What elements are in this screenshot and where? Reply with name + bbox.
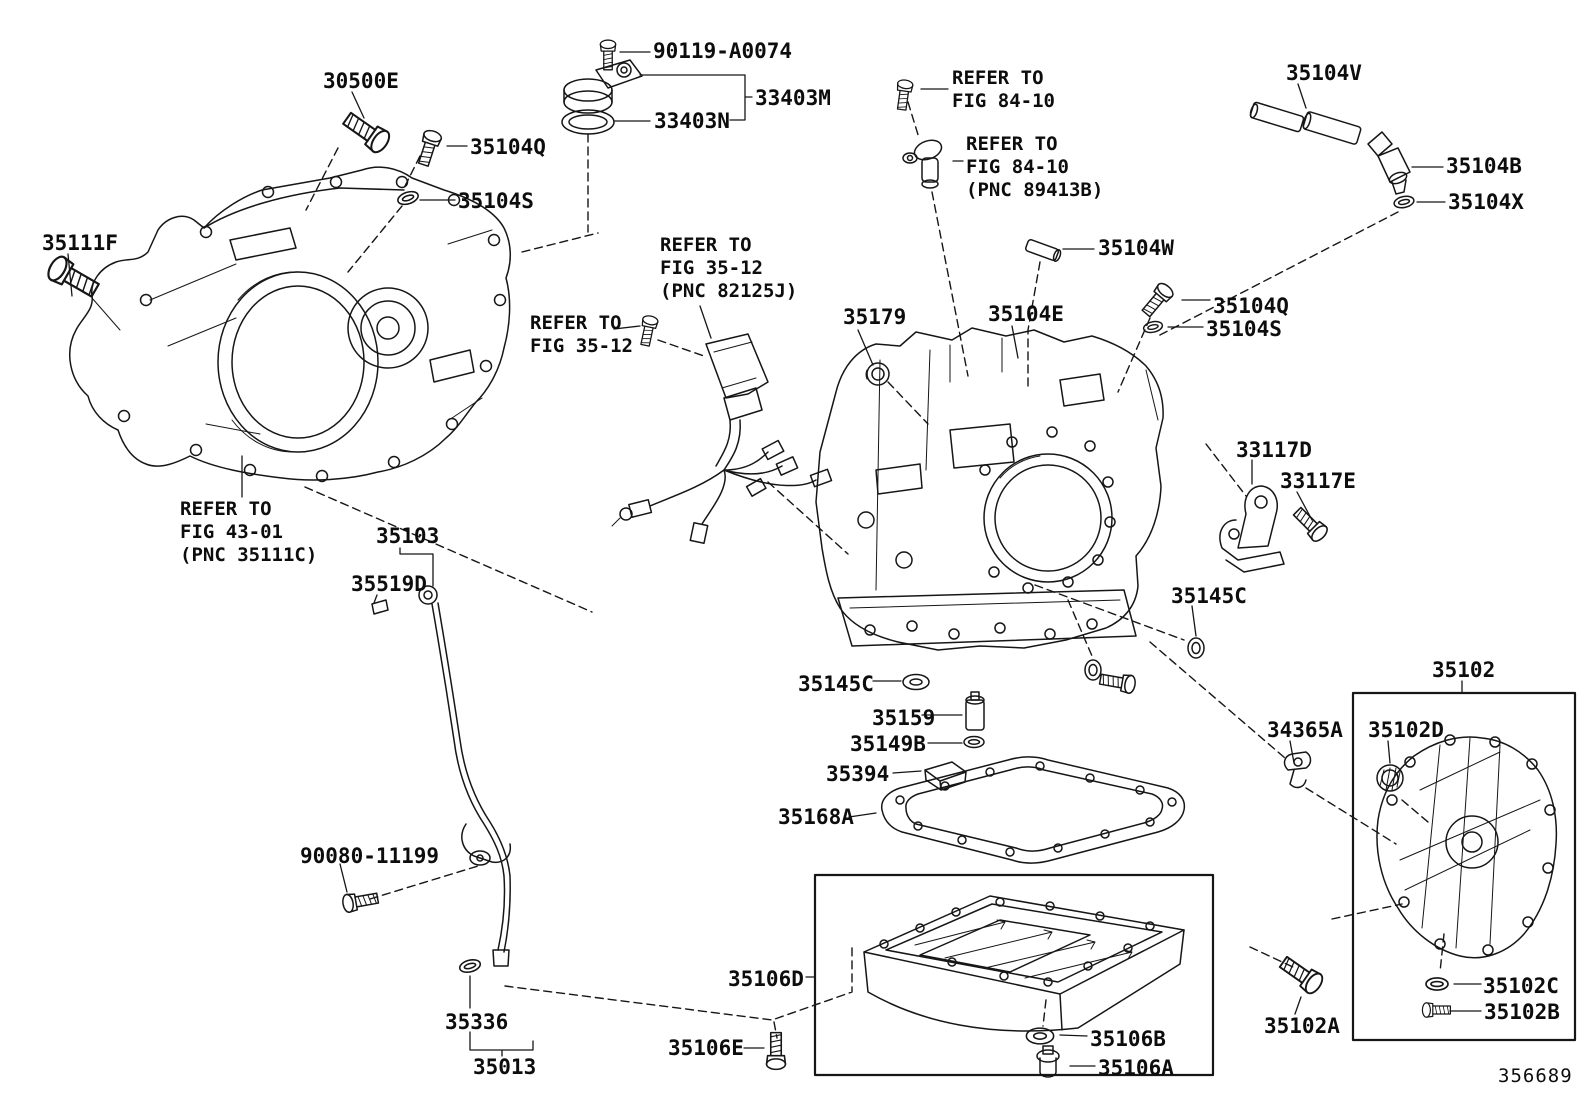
part-label-35179: 35179 bbox=[843, 305, 907, 329]
oil-pan-drawing bbox=[863, 895, 1185, 1032]
part-label-35104s-top: 35104S bbox=[458, 189, 534, 213]
part-label-35111f: 35111F bbox=[42, 231, 118, 255]
part-label-refer-fig-35-12-pnc: REFER TO FIG 35-12 (PNC 82125J) bbox=[660, 234, 798, 302]
part-label-35102c: 35102C bbox=[1483, 974, 1559, 998]
bracket-33117d-glyph bbox=[1219, 485, 1285, 573]
part-label-refer-fig-84-10-pnc: REFER TO FIG 84-10 (PNC 89413B) bbox=[966, 133, 1104, 201]
wire-harness-drawing bbox=[611, 333, 833, 545]
part-label-33403m: 33403M bbox=[755, 86, 831, 110]
part-label-35102a: 35102A bbox=[1264, 1014, 1340, 1038]
assembly-dashed-lines bbox=[304, 101, 1445, 1039]
breather-elbow-35104b-glyph bbox=[1367, 131, 1411, 195]
part-label-35104w: 35104W bbox=[1098, 236, 1174, 260]
cam-sensor-89413b-glyph bbox=[902, 139, 943, 189]
part-label-35106b: 35106B bbox=[1090, 1027, 1166, 1051]
part-label-refer-fig-35-12: REFER TO FIG 35-12 bbox=[530, 312, 633, 357]
valve-35159-glyph bbox=[965, 691, 985, 731]
part-label-35104v: 35104V bbox=[1286, 61, 1362, 85]
part-label-35106d: 35106D bbox=[728, 967, 804, 991]
part-label-90119-a0074: 90119-A0074 bbox=[653, 39, 793, 63]
part-label-35159: 35159 bbox=[872, 706, 936, 730]
part-label-35104x: 35104X bbox=[1448, 190, 1524, 214]
dipstick-clip-35519d bbox=[371, 599, 389, 615]
part-label-35102b: 35102B bbox=[1484, 1000, 1560, 1024]
part-label-356689: 356689 bbox=[1498, 1065, 1573, 1087]
part-label-35013: 35013 bbox=[473, 1055, 537, 1079]
speed-sensor-33403m-glyph bbox=[563, 59, 643, 114]
part-label-30500e: 30500E bbox=[323, 69, 399, 93]
part-label-35519d: 35519D bbox=[351, 572, 427, 596]
part-label-35145c-left: 35145C bbox=[798, 672, 874, 696]
part-label-35104b: 35104B bbox=[1446, 154, 1522, 178]
leader-lines bbox=[67, 51, 1482, 1067]
part-label-refer-fig-84-10: REFER TO FIG 84-10 bbox=[952, 67, 1055, 112]
part-label-35336: 35336 bbox=[445, 1010, 509, 1034]
part-label-35104s-right: 35104S bbox=[1206, 317, 1282, 341]
plug-35102d-glyph bbox=[1376, 764, 1404, 792]
part-label-35106e: 35106E bbox=[668, 1036, 744, 1060]
dipstick-tube-drawing bbox=[371, 585, 512, 967]
part-label-33117e: 33117E bbox=[1280, 469, 1356, 493]
part-label-35104q-right: 35104Q bbox=[1213, 294, 1289, 318]
part-label-33403n: 33403N bbox=[654, 109, 730, 133]
transaxle-case-drawing bbox=[815, 327, 1164, 651]
part-label-35145c-right: 35145C bbox=[1171, 584, 1247, 608]
part-label-34365a: 34365A bbox=[1267, 718, 1343, 742]
part-label-35103: 35103 bbox=[376, 524, 440, 548]
part-label-35168a: 35168A bbox=[778, 805, 854, 829]
end-cover-detail-box bbox=[1351, 691, 1577, 1042]
part-label-35104q-top: 35104Q bbox=[470, 135, 546, 159]
part-label-35149b: 35149B bbox=[850, 732, 926, 756]
magnet-35394-glyph bbox=[924, 761, 967, 791]
drain-plug-35106a-glyph bbox=[1036, 1045, 1060, 1078]
part-label-35104e: 35104E bbox=[988, 302, 1064, 326]
oil-pan-detail-box bbox=[813, 873, 1215, 1077]
pin-35104w-glyph bbox=[1025, 238, 1062, 262]
end-cover-drawing bbox=[1376, 734, 1558, 959]
part-label-35106a: 35106A bbox=[1098, 1056, 1174, 1080]
part-label-35102d: 35102D bbox=[1368, 718, 1444, 742]
breather-tubes-35104v-glyph bbox=[1249, 101, 1362, 145]
part-label-90080-11199: 90080-11199 bbox=[300, 844, 440, 868]
part-label-33117d: 33117D bbox=[1236, 438, 1312, 462]
part-label-35102: 35102 bbox=[1432, 658, 1496, 682]
part-label-refer-fig-43-01: REFER TO FIG 43-01 (PNC 35111C) bbox=[180, 498, 318, 566]
clutch-housing-drawing bbox=[69, 166, 511, 483]
grommet-35179-glyph bbox=[865, 362, 890, 386]
part-label-35394: 35394 bbox=[826, 762, 890, 786]
